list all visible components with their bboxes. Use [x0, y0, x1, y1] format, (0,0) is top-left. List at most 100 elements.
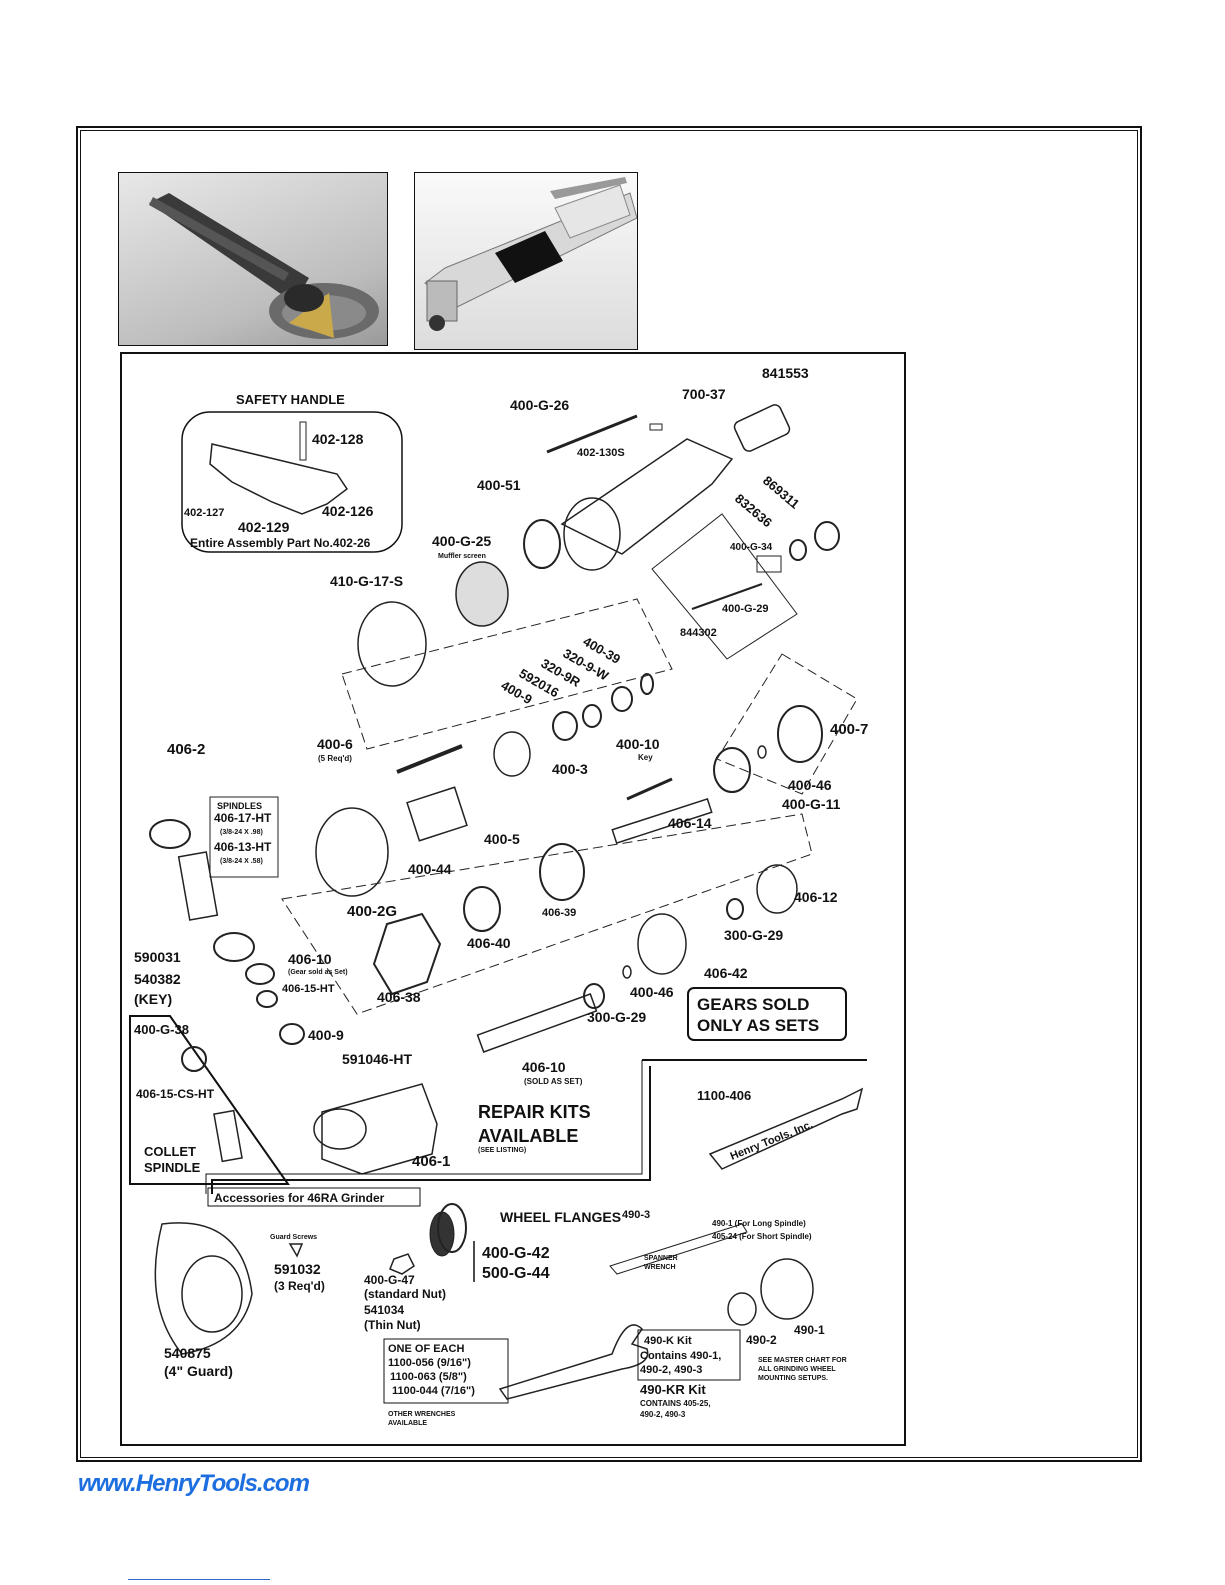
- label-500-G-44: 500-G-44: [482, 1265, 550, 1282]
- ring-400-39: [640, 673, 654, 695]
- flange-490-1-part: [760, 1258, 814, 1320]
- label-402-127: 402-127: [184, 507, 224, 519]
- label-wrench-1100-044: 1100-044 (7/16"): [392, 1385, 475, 1397]
- label-4in-guard: (4" Guard): [164, 1363, 233, 1379]
- label-490-K-kit: 490-K Kit: [644, 1335, 692, 1347]
- housing-front-ring: [563, 497, 621, 571]
- page-frame-inner: [80, 130, 1138, 1458]
- label-wrench-1100-063: 1100-063 (5/8"): [390, 1371, 467, 1383]
- label-wrench-1100-056: 1100-056 (9/16"): [388, 1357, 471, 1369]
- pinion-406-15-HT: [256, 990, 278, 1008]
- product-photo-grinder-guard: [118, 172, 388, 346]
- page-frame-outer: [76, 126, 1142, 1462]
- label-spec-2: (3/8-24 X .58): [220, 858, 263, 865]
- label-490-2: 490-2: [746, 1333, 777, 1347]
- spring-400-G-34: [756, 555, 782, 573]
- label-400-G-26: 400-G-26: [510, 397, 569, 413]
- label-402-129: 402-129: [238, 519, 290, 535]
- label-collet: COLLET: [144, 1144, 196, 1159]
- label-5-reqd: (5 Req'd): [318, 754, 352, 763]
- nut-406-40: [463, 886, 501, 932]
- grinder-guard-illustration: [149, 193, 379, 339]
- bearing-400-9-part: [552, 711, 578, 741]
- label-400-46-upper: 400-46: [788, 777, 832, 793]
- motor-group-bracket: [341, 598, 673, 750]
- label-repair-kits: REPAIR KITS: [478, 1102, 591, 1122]
- part-832636: [789, 539, 807, 561]
- screw-591032-part: [288, 1243, 304, 1258]
- label-400-G-29-top: 400-G-29: [722, 603, 768, 615]
- washer-320-9-W: [611, 686, 633, 712]
- label-wheel-flanges: WHEEL FLANGES: [500, 1209, 621, 1225]
- label-490-3: 490-3: [622, 1209, 650, 1221]
- parts-diagram-svg: SAFETY HANDLE 402-128 402-127 402-126 40…: [129, 365, 868, 1427]
- label-541034: 541034: [364, 1303, 404, 1317]
- label-406-42: 406-42: [704, 965, 748, 981]
- label-402-128: 402-128: [312, 431, 364, 447]
- nut-406-38: [372, 912, 442, 996]
- cylinder-400-2G: [315, 807, 389, 897]
- vane-400-6-part: [396, 744, 463, 774]
- label-400-G-25: 400-G-25: [432, 533, 491, 549]
- label-490-K-contains-1: Contains 490-1,: [640, 1350, 721, 1362]
- bearing-300-G-29-upper: [726, 898, 744, 920]
- bushing-406-12: [756, 864, 798, 914]
- footer-website-link[interactable]: www.HenryTools.com: [78, 1470, 310, 1497]
- label-400-9-lower: 400-9: [308, 1027, 344, 1043]
- exhaust-deflector-part: [357, 601, 427, 687]
- label-400-G-34: 400-G-34: [730, 542, 773, 553]
- label-sold-as-set: (SOLD AS SET): [524, 1077, 583, 1086]
- label-entire-assembly: Entire Assembly Part No.402-26: [190, 536, 371, 550]
- label-gears-sold: GEARS SOLD: [697, 995, 809, 1014]
- label-405-24-short: 405-24 (For Short Spindle): [712, 1232, 812, 1241]
- gear-406-39: [539, 843, 585, 901]
- gear-shaft-406-10: [476, 993, 598, 1053]
- label-869311: 869311: [760, 473, 802, 512]
- bearing-400-G-11: [713, 747, 751, 793]
- label-300-G-29-upper: 300-G-29: [724, 927, 783, 943]
- label-key: (KEY): [134, 991, 172, 1007]
- key-400-10-part: [626, 777, 673, 801]
- label-400-3: 400-3: [552, 761, 588, 777]
- endcap-400-7-part: [777, 705, 823, 763]
- label-490-KR-contains-2: 490-2, 490-3: [640, 1410, 686, 1419]
- label-406-38: 406-38: [377, 989, 421, 1005]
- label-400-5: 400-5: [484, 831, 520, 847]
- rotor-400-5-part: [406, 786, 468, 842]
- nut-400-G-47-part: [389, 1253, 415, 1275]
- label-400-7: 400-7: [830, 721, 868, 738]
- label-master-chart-2: ALL GRINDING WHEEL: [758, 1366, 836, 1373]
- inlet-841553-part: [733, 404, 791, 452]
- label-master-chart-3: MOUNTING SETUPS.: [758, 1375, 828, 1382]
- label-406-2: 406-2: [167, 741, 205, 758]
- locknut-406-2: [149, 819, 191, 849]
- product-photo-right-angle-grinder: [414, 172, 638, 350]
- label-muffler-screen: Muffler screen: [438, 553, 486, 560]
- guard-inner-ring: [181, 1255, 243, 1333]
- collet-spindle-part: [213, 1109, 243, 1163]
- label-844302: 844302: [680, 627, 717, 639]
- label-591032: 591032: [274, 1261, 321, 1277]
- wrench-part: [498, 1324, 649, 1400]
- label-400-10: 400-10: [616, 736, 660, 752]
- label-400-44: 400-44: [408, 861, 452, 877]
- label-400-G-42: 400-G-42: [482, 1245, 550, 1262]
- lever-400-G-26: [546, 414, 638, 454]
- footer-rule: [128, 1579, 270, 1580]
- valve-guide-line: [651, 513, 798, 660]
- label-406-10-set: 406-10: [522, 1059, 566, 1075]
- flange-490-2-part: [727, 1292, 757, 1326]
- exploded-parts-diagram: SAFETY HANDLE 402-128 402-127 402-126 40…: [120, 352, 906, 1446]
- wrench-section-line: [211, 1066, 651, 1194]
- label-540382: 540382: [134, 971, 181, 987]
- spindle-part: [177, 851, 219, 921]
- pin-402-128-part: [299, 421, 307, 461]
- label-spanner: SPANNER: [644, 1255, 678, 1262]
- ring-400-46-lower: [622, 965, 632, 979]
- label-406-40: 406-40: [467, 935, 511, 951]
- head-406-1-part: [321, 1083, 438, 1175]
- label-thin-nut: (Thin Nut): [364, 1318, 421, 1332]
- label-spec-1: (3/8-24 X .98): [220, 829, 263, 836]
- label-490-1-long: 490-1 (For Long Spindle): [712, 1219, 806, 1228]
- ring-400-51-part: [523, 519, 561, 569]
